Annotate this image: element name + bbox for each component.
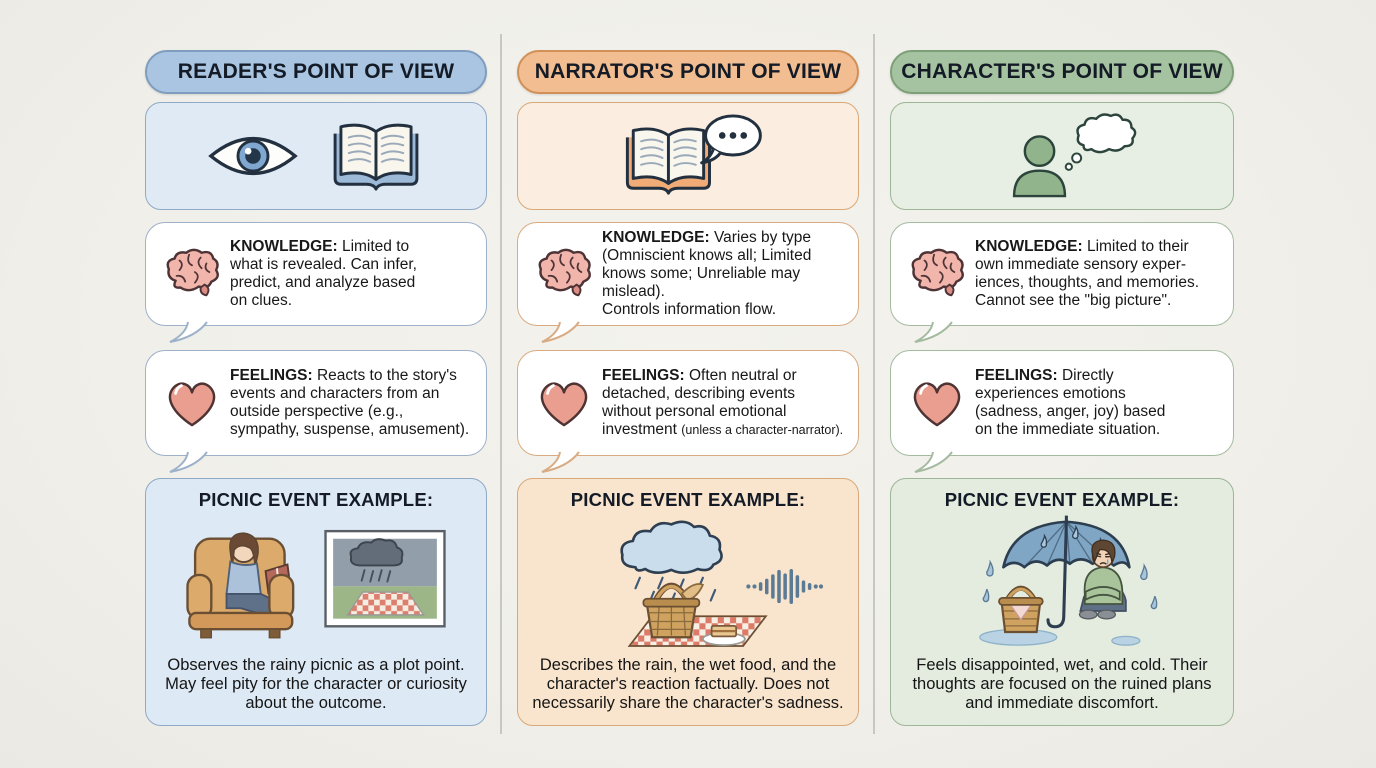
narrator-example-illustration [538, 513, 838, 654]
reader-example-caption: Observes the rainy picnic as a plot poin… [165, 655, 467, 712]
open-book-speech-icon [625, 114, 762, 195]
heart-icon [526, 376, 602, 430]
reader-knowledge-text: KNOWLEDGE: Limited to what is revealed. … [230, 237, 417, 310]
sad-character [1078, 539, 1127, 620]
picnic-basket [998, 585, 1044, 634]
narrator-example-caption: Describes the rain, the wet food, and th… [532, 655, 844, 712]
speech-tail [914, 451, 953, 473]
narrator-icon-box [517, 102, 859, 210]
column-divider-2 [873, 34, 875, 734]
character-header-title: CHARACTER'S POINT OF VIEW [901, 60, 1223, 83]
brain-icon [899, 246, 975, 302]
sound-wave-icon [746, 569, 824, 605]
speech-tail [541, 321, 580, 343]
narrator-feelings-text: FEELINGS: Often neutral or detached, des… [602, 366, 844, 439]
character-knowledge-bubble: KNOWLEDGE: Limited to their own immediat… [890, 222, 1234, 343]
character-feelings-bubble: FEELINGS: Directly experiences emotions … [890, 350, 1234, 473]
speech-tail [914, 321, 953, 343]
rain-drops [982, 559, 1158, 610]
reader-header: READER'S POINT OF VIEW [145, 50, 487, 94]
reader-feelings-bubble: FEELINGS: Reacts to the story's events a… [145, 350, 487, 473]
narrator-example-box: PICNIC EVENT EXAMPLE: [517, 478, 859, 726]
reader-header-title: READER'S POINT OF VIEW [177, 60, 455, 83]
reader-feelings-text: FEELINGS: Reacts to the story's events a… [230, 366, 470, 439]
column-divider-1 [500, 34, 502, 734]
armchair-reader [186, 532, 295, 639]
character-example-title: PICNIC EVENT EXAMPLE: [944, 489, 1180, 510]
narrator-knowledge-text: KNOWLEDGE: Varies by type (Omniscient kn… [602, 228, 812, 319]
narrator-column: NARRATOR'S POINT OF VIEW [517, 50, 859, 750]
speech-bubble-icon [700, 114, 762, 165]
thought-bubble-icon [1064, 113, 1137, 171]
narrator-example-title: PICNIC EVENT EXAMPLE: [570, 489, 806, 510]
reader-example-title: PICNIC EVENT EXAMPLE: [198, 489, 434, 510]
open-book-icon [333, 123, 419, 191]
puddles [979, 629, 1141, 647]
reader-example-box: PICNIC EVENT EXAMPLE: [145, 478, 487, 726]
reader-example-illustration [168, 513, 464, 654]
character-icon-box [890, 102, 1234, 210]
speech-tail [169, 321, 208, 343]
narrator-knowledge-bubble: KNOWLEDGE: Varies by type (Omniscient kn… [517, 222, 859, 343]
speech-tail [541, 451, 580, 473]
person-icon [1012, 135, 1067, 198]
speech-tail [169, 451, 208, 473]
heart-icon [899, 376, 975, 430]
character-feelings-text: FEELINGS: Directly experiences emotions … [975, 366, 1166, 439]
brain-icon [154, 246, 230, 302]
heart-icon [154, 376, 230, 430]
rain-cloud [620, 520, 723, 606]
framed-rainy-picnic-picture [324, 530, 446, 628]
character-example-illustration [912, 513, 1212, 654]
narrator-header-title: NARRATOR'S POINT OF VIEW [534, 60, 842, 83]
reader-column: READER'S POINT OF VIEW [145, 50, 487, 750]
reader-knowledge-bubble: KNOWLEDGE: Limited to what is revealed. … [145, 222, 487, 343]
narrator-header: NARRATOR'S POINT OF VIEW [517, 50, 859, 94]
narrator-feelings-bubble: FEELINGS: Often neutral or detached, des… [517, 350, 859, 473]
character-example-box: PICNIC EVENT EXAMPLE: [890, 478, 1234, 726]
character-example-caption: Feels disappointed, wet, and cold. Their… [912, 655, 1212, 712]
reader-icon-box [145, 102, 487, 210]
character-knowledge-text: KNOWLEDGE: Limited to their own immediat… [975, 237, 1200, 310]
character-column: CHARACTER'S POINT OF VIEW [890, 50, 1234, 750]
character-header: CHARACTER'S POINT OF VIEW [890, 50, 1234, 94]
brain-icon [526, 246, 602, 302]
eye-icon [208, 137, 298, 175]
person-thought-icon [1012, 113, 1137, 198]
picnic-blanket-basket [627, 582, 768, 648]
